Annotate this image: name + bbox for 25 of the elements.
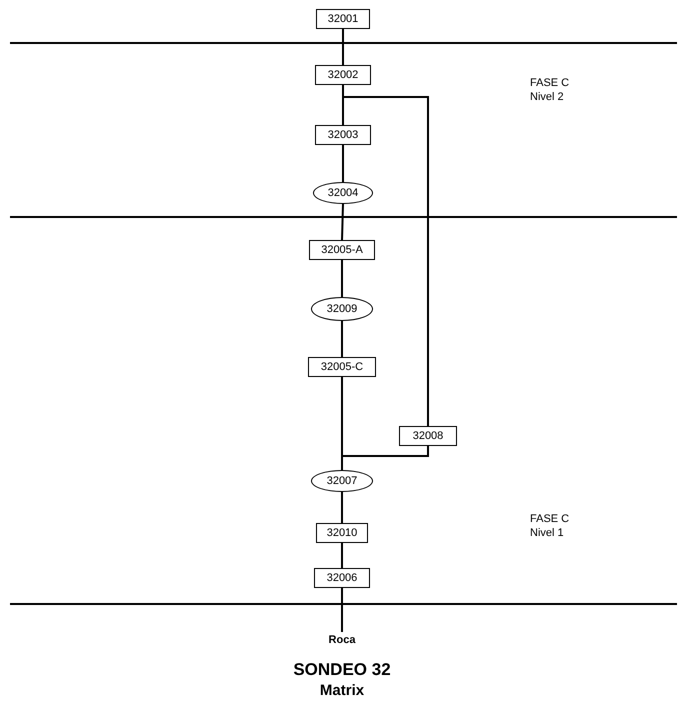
unit-box: 32001 — [316, 9, 370, 29]
unit-ellipse: 32007 — [311, 470, 373, 492]
connector-line — [341, 204, 344, 240]
unit-box: 32003 — [315, 125, 371, 145]
unit-box: 32010 — [316, 523, 368, 543]
connector-line — [341, 492, 343, 523]
caption: Matrix — [318, 682, 366, 700]
connector-line — [341, 260, 343, 297]
unit-ellipse: 32009 — [311, 297, 373, 321]
phase-label: FASE C Nivel 1 — [530, 512, 570, 540]
connector-line — [342, 85, 429, 426]
unit-box: 32008 — [399, 426, 457, 446]
unit-box: 32006 — [314, 568, 370, 588]
connector-line — [342, 29, 344, 65]
phase-label: FASE C Nivel 2 — [530, 76, 570, 104]
connector-line — [341, 588, 343, 632]
unit-ellipse: 32004 — [313, 182, 373, 204]
connector-line — [341, 446, 429, 470]
connector-line — [341, 543, 343, 568]
unit-box: 32005-C — [308, 357, 376, 377]
connector-line — [342, 145, 344, 182]
title: SONDEO 32 — [292, 660, 392, 680]
unit-box: 32005-A — [309, 240, 375, 260]
unit-box: 32002 — [315, 65, 371, 85]
connector-line — [341, 321, 343, 357]
